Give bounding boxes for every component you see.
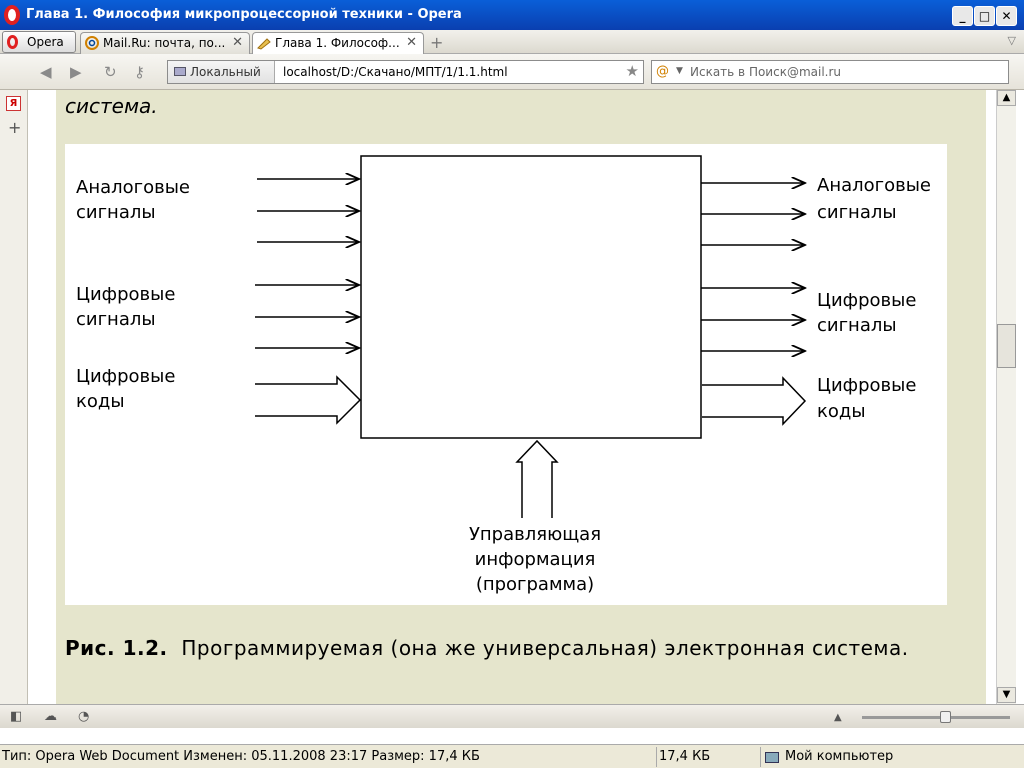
speed-dial-icon[interactable]: ◔	[78, 709, 90, 724]
tab-mailru[interactable]: Mail.Ru: почта, по... ✕	[80, 32, 250, 54]
new-tab-button[interactable]: +	[430, 33, 444, 52]
caption-text: Программируемая (она же универсальная) э…	[181, 636, 909, 660]
opera-logo-icon	[4, 5, 20, 25]
navigation-bar: ◀ ▶ ↻ ⚷ Локальный localhost/D:/Скачано/М…	[0, 54, 1024, 90]
cloud-icon[interactable]: ☁	[44, 709, 57, 724]
opera-menu-label: Opera	[27, 35, 64, 49]
vertical-scrollbar[interactable]: ▲ ▼	[996, 90, 1016, 704]
yandex-icon[interactable]: Я	[6, 96, 21, 111]
label-right-analog-1: Аналоговые	[817, 175, 931, 196]
blank-band	[0, 728, 1024, 744]
status-zone-label: Мой компьютер	[785, 749, 894, 764]
system-box	[360, 155, 702, 439]
tab-close-icon[interactable]: ✕	[406, 35, 417, 50]
opera-icon	[7, 35, 18, 49]
security-badge[interactable]: Локальный	[168, 61, 275, 83]
side-panel: Я +	[0, 90, 28, 704]
label-left-digital-2: сигналы	[76, 309, 156, 330]
search-field[interactable]: @ ▼ Искать в Поиск@mail.ru	[651, 60, 1009, 84]
status-zone: Мой компьютер	[760, 747, 1024, 767]
tab-close-icon[interactable]: ✕	[232, 35, 243, 50]
label-right-analog-2: сигналы	[817, 202, 897, 223]
label-left-codes-1: Цифровые	[76, 366, 175, 387]
reload-icon[interactable]: ↻	[104, 63, 117, 81]
label-control-2: информация	[475, 549, 596, 570]
window-title: Глава 1. Философия микропроцессорной тех…	[26, 7, 462, 22]
label-left-analog-1: Аналоговые	[76, 177, 190, 198]
figure-caption: Рис. 1.2. Программируемая (она же универ…	[65, 634, 947, 663]
minimize-button[interactable]: _	[952, 6, 973, 26]
url-text[interactable]: localhost/D:/Скачано/МПТ/1/1.1.html	[283, 65, 508, 79]
label-right-digital-2: сигналы	[817, 315, 897, 336]
address-field[interactable]: Локальный localhost/D:/Скачано/МПТ/1/1.1…	[167, 60, 644, 84]
label-left-digital-1: Цифровые	[76, 284, 175, 305]
label-left-analog-2: сигналы	[76, 202, 156, 223]
bookmark-star-icon[interactable]: ★	[625, 62, 639, 80]
scroll-thumb[interactable]	[997, 324, 1016, 368]
search-engine-icon[interactable]: @	[656, 64, 669, 79]
figure-diagram: Аналоговые сигналы Цифровые сигналы Цифр…	[65, 144, 947, 605]
right-code-arrow	[702, 376, 807, 426]
left-input-arrows	[255, 179, 359, 348]
label-left-codes-2: коды	[76, 391, 125, 412]
dropdown-arrow-icon[interactable]: ▼	[676, 66, 683, 76]
scroll-up-button[interactable]: ▲	[997, 90, 1016, 106]
control-input-arrow	[515, 439, 559, 518]
close-window-button[interactable]: ✕	[996, 6, 1017, 26]
zoom-slider-track[interactable]	[862, 716, 1010, 719]
label-control-3: (программа)	[476, 574, 594, 595]
right-edge	[1016, 90, 1024, 704]
back-arrow-icon[interactable]: ◀	[40, 63, 52, 81]
status-bar: Тип: Opera Web Document Изменен: 05.11.2…	[0, 744, 1024, 768]
label-right-codes-1: Цифровые	[817, 375, 916, 396]
label-right-digital-1: Цифровые	[817, 290, 916, 311]
key-icon[interactable]: ⚷	[134, 63, 145, 81]
opera-menu-button[interactable]: Opera	[2, 31, 76, 53]
panel-bar: ◧ ☁ ◔ ▲	[0, 704, 1024, 728]
computer-icon	[174, 67, 186, 76]
mailru-at-icon	[85, 36, 99, 50]
security-badge-label: Локальный	[190, 65, 261, 79]
forward-arrow-icon[interactable]: ▶	[70, 63, 82, 81]
left-code-arrow	[255, 375, 362, 425]
status-info: Тип: Opera Web Document Изменен: 05.11.2…	[2, 749, 480, 764]
tab-label: Mail.Ru: почта, по...	[103, 36, 226, 50]
title-bar: Глава 1. Философия микропроцессорной тех…	[0, 0, 1024, 30]
add-panel-icon[interactable]: +	[8, 118, 22, 137]
status-size: 17,4 КБ	[656, 747, 758, 767]
scroll-down-button[interactable]: ▼	[997, 687, 1016, 703]
tab-label: Глава 1. Философ...	[275, 36, 400, 50]
zoom-slider-knob[interactable]	[940, 711, 951, 723]
label-control-1: Управляющая	[469, 524, 601, 545]
right-output-arrows	[701, 183, 805, 351]
maximize-button[interactable]: □	[974, 6, 995, 26]
tab-bar: Opera Mail.Ru: почта, по... ✕ Глава 1. Ф…	[0, 30, 1024, 54]
caption-prefix: Рис. 1.2.	[65, 636, 168, 660]
page-viewport: система.	[28, 90, 996, 704]
tab-chapter1[interactable]: Глава 1. Философ... ✕	[252, 32, 424, 54]
search-placeholder[interactable]: Искать в Поиск@mail.ru	[690, 65, 842, 79]
tab-list-chevron-icon[interactable]: ▽	[1007, 34, 1016, 47]
partial-text-top: система.	[65, 94, 158, 118]
label-right-codes-2: коды	[817, 401, 866, 422]
zoom-up-icon[interactable]: ▲	[834, 712, 842, 723]
panel-toggle-icon[interactable]: ◧	[10, 709, 23, 724]
my-computer-icon	[765, 752, 779, 763]
page-icon	[257, 36, 271, 50]
